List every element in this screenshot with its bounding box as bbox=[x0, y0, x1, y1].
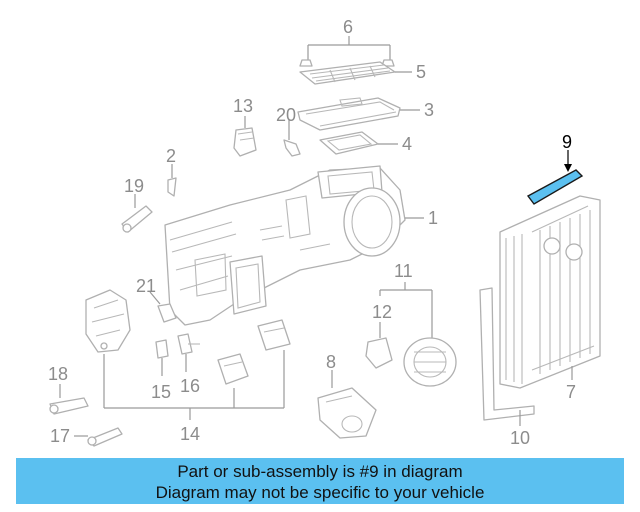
callout-2: 2 bbox=[166, 146, 176, 166]
callout-16: 16 bbox=[180, 376, 200, 396]
part-19-lever: 19 bbox=[121, 176, 153, 233]
part-2-clip: 2 bbox=[166, 146, 177, 197]
callout-4: 4 bbox=[402, 134, 412, 154]
part-13-bracket: 13 bbox=[233, 96, 257, 157]
callout-19: 19 bbox=[124, 176, 144, 196]
part-17-link: 17 bbox=[50, 426, 123, 447]
callout-15: 15 bbox=[151, 382, 171, 402]
part-3-tray: 3 bbox=[297, 97, 434, 131]
callout-10: 10 bbox=[510, 428, 530, 448]
part-5-grille: 5 bbox=[299, 61, 426, 85]
callout-20: 20 bbox=[276, 105, 296, 125]
callout-11: 11 bbox=[394, 261, 413, 281]
callout-17: 17 bbox=[50, 426, 70, 446]
callout-1: 1 bbox=[428, 208, 438, 228]
part-11-blower-motor: 11 bbox=[379, 261, 457, 387]
part-20-fastener: 20 bbox=[276, 105, 301, 157]
part-7-heater-core: 7 bbox=[499, 195, 601, 402]
caption-line-1: Part or sub-assembly is #9 in diagram bbox=[177, 462, 463, 481]
callout-5: 5 bbox=[416, 62, 426, 82]
part-14-bracket: 14 bbox=[103, 350, 285, 444]
caption-line-2: Diagram may not be specific to your vehi… bbox=[155, 483, 485, 502]
callout-13: 13 bbox=[233, 96, 253, 116]
caption-banner: Part or sub-assembly is #9 in diagram Di… bbox=[16, 458, 624, 504]
part-4-gasket: 4 bbox=[319, 131, 412, 155]
part-15-sensor: 15 bbox=[151, 339, 171, 402]
callout-14: 14 bbox=[180, 424, 200, 444]
callout-3: 3 bbox=[424, 100, 434, 120]
part-1-heater-housing: 1 bbox=[164, 165, 438, 326]
callout-21: 21 bbox=[136, 276, 156, 296]
actuator-left bbox=[85, 289, 131, 353]
callout-6: 6 bbox=[343, 17, 353, 37]
actuator-modules bbox=[217, 319, 291, 385]
callout-7: 7 bbox=[566, 382, 576, 402]
part-9-highlighted: 9 bbox=[526, 132, 584, 205]
callout-12: 12 bbox=[372, 302, 392, 322]
callout-18: 18 bbox=[48, 364, 68, 384]
part-21-connector: 21 bbox=[136, 276, 177, 323]
part-8-actuator: 8 bbox=[317, 352, 377, 439]
part-16-sensor: 16 bbox=[177, 333, 200, 396]
callout-8: 8 bbox=[326, 352, 336, 372]
part-6-clips: 6 bbox=[299, 17, 395, 67]
callout-9: 9 bbox=[562, 132, 572, 152]
part-10-seal: 10 bbox=[479, 287, 535, 448]
part-12-resistor: 12 bbox=[365, 302, 393, 369]
part-18-link: 18 bbox=[48, 364, 89, 415]
